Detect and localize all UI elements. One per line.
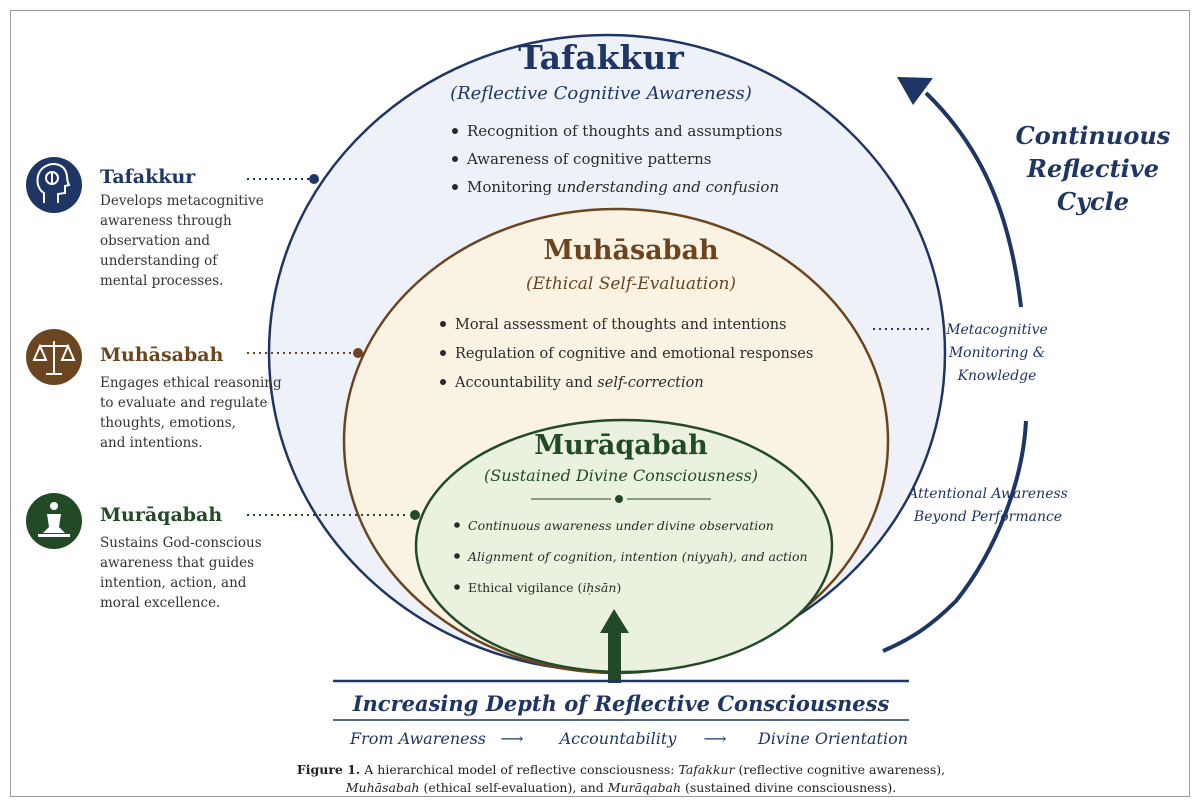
muraqabah-ellipse	[414, 418, 834, 674]
muhasabah-title: Muhāsabah	[543, 235, 719, 266]
muraqabah-subtitle: (Sustained Divine Consciousness)	[484, 466, 758, 485]
connector-dot	[410, 510, 420, 520]
side-desc-line: thoughts, emotions,	[100, 415, 236, 431]
cycle-arrow-lower	[882, 420, 1028, 653]
muraqabah-bullets: Continuous awareness under divine observ…	[454, 518, 808, 595]
side-desc-line: observation and	[100, 233, 210, 249]
flow-step: Accountability	[558, 729, 678, 748]
cycle-label-line: Cycle	[1057, 187, 1129, 216]
meta-note-line: Metacognitive	[945, 322, 1048, 338]
side-item-muhasabah: Muhāsabah Engages ethical reasoning to e…	[26, 329, 363, 451]
side-item-muraqabah: Murāqabah Sustains God-conscious awarene…	[26, 493, 420, 611]
head-brain-icon	[26, 157, 82, 213]
connector-dot	[309, 174, 319, 184]
muraqabah-bullet: Continuous awareness under divine observ…	[468, 518, 774, 533]
side-desc-line: Develops metacognitive	[100, 193, 264, 209]
cycle-arrow-upper	[924, 91, 1023, 308]
cycle-label-line: Reflective	[1026, 154, 1159, 183]
tafakkur-subtitle: (Reflective Cognitive Awareness)	[450, 83, 752, 104]
side-desc-line: awareness that guides	[100, 555, 254, 571]
figure-label: Figure 1.	[297, 762, 360, 777]
muhasabah-subtitle: (Ethical Self-Evaluation)	[526, 274, 736, 294]
figure-frame: Tafakkur (Reflective Cognitive Awareness…	[10, 10, 1190, 797]
side-title: Tafakkur	[100, 166, 196, 188]
connector-dot	[353, 348, 363, 358]
side-title: Muhāsabah	[100, 344, 224, 366]
meta-note-line: Monitoring &	[948, 345, 1045, 361]
tafakkur-bullets: Recognition of thoughts and assumptions …	[452, 122, 782, 196]
attn-note-line: Beyond Performance	[913, 509, 1062, 525]
muraqabah-bullet: Alignment of cognition, intention (niyya…	[467, 549, 808, 564]
tafakkur-bullet: Awareness of cognitive patterns	[466, 150, 711, 168]
flow-step: From Awareness	[349, 729, 486, 748]
attn-note-line: Attentional Awareness	[906, 486, 1068, 502]
muraqabah-bullet: Ethical vigilance (iḥsān)	[468, 580, 621, 595]
cycle-arrowhead	[897, 77, 933, 105]
side-desc-line: to evaluate and regulate	[100, 395, 268, 411]
muhasabah-bullets: Moral assessment of thoughts and intenti…	[440, 317, 813, 391]
side-desc-line: moral excellence.	[100, 595, 220, 611]
flow-arrow: ⟶	[704, 729, 727, 748]
flow-arrow: ⟶	[501, 729, 524, 748]
side-desc-line: Sustains God-conscious	[100, 535, 262, 551]
tafakkur-bullet: Monitoring understanding and confusion	[467, 178, 779, 196]
muraqabah-divider	[531, 495, 711, 503]
muhasabah-bullet: Accountability and self-correction	[454, 375, 704, 391]
side-desc-line: mental processes.	[100, 273, 223, 289]
meta-note-line: Knowledge	[957, 368, 1037, 384]
tafakkur-title: Tafakkur	[518, 38, 684, 77]
side-desc-line: understanding of	[100, 253, 218, 269]
diagram-canvas: Tafakkur (Reflective Cognitive Awareness…	[26, 33, 1171, 795]
flow-step: Divine Orientation	[757, 729, 908, 748]
side-desc-line: intention, action, and	[100, 575, 247, 591]
side-desc-line: Engages ethical reasoning	[100, 375, 282, 391]
side-item-tafakkur: Tafakkur Develops metacognitive awarenes…	[26, 157, 319, 289]
depth-heading: Increasing Depth of Reflective Conscious…	[352, 691, 890, 716]
figure-caption-line-1: Figure 1. A hierarchical model of reflec…	[297, 762, 945, 777]
muraqabah-title: Murāqabah	[534, 430, 708, 461]
cycle-label-line: Continuous	[1016, 121, 1171, 150]
depth-up-arrow	[600, 609, 629, 683]
progression-flow: From Awareness ⟶ Accountability ⟶ Divine…	[349, 729, 908, 748]
side-desc-line: and intentions.	[100, 435, 203, 451]
side-title: Murāqabah	[100, 504, 222, 526]
muhasabah-bullet: Moral assessment of thoughts and intenti…	[455, 317, 787, 333]
side-desc-line: awareness through	[100, 213, 232, 229]
muhasabah-bullet: Regulation of cognitive and emotional re…	[455, 346, 813, 362]
figure-caption-line-2: Muhāsabah (ethical self-evaluation), and…	[345, 780, 896, 795]
tafakkur-bullet: Recognition of thoughts and assumptions	[467, 122, 782, 140]
